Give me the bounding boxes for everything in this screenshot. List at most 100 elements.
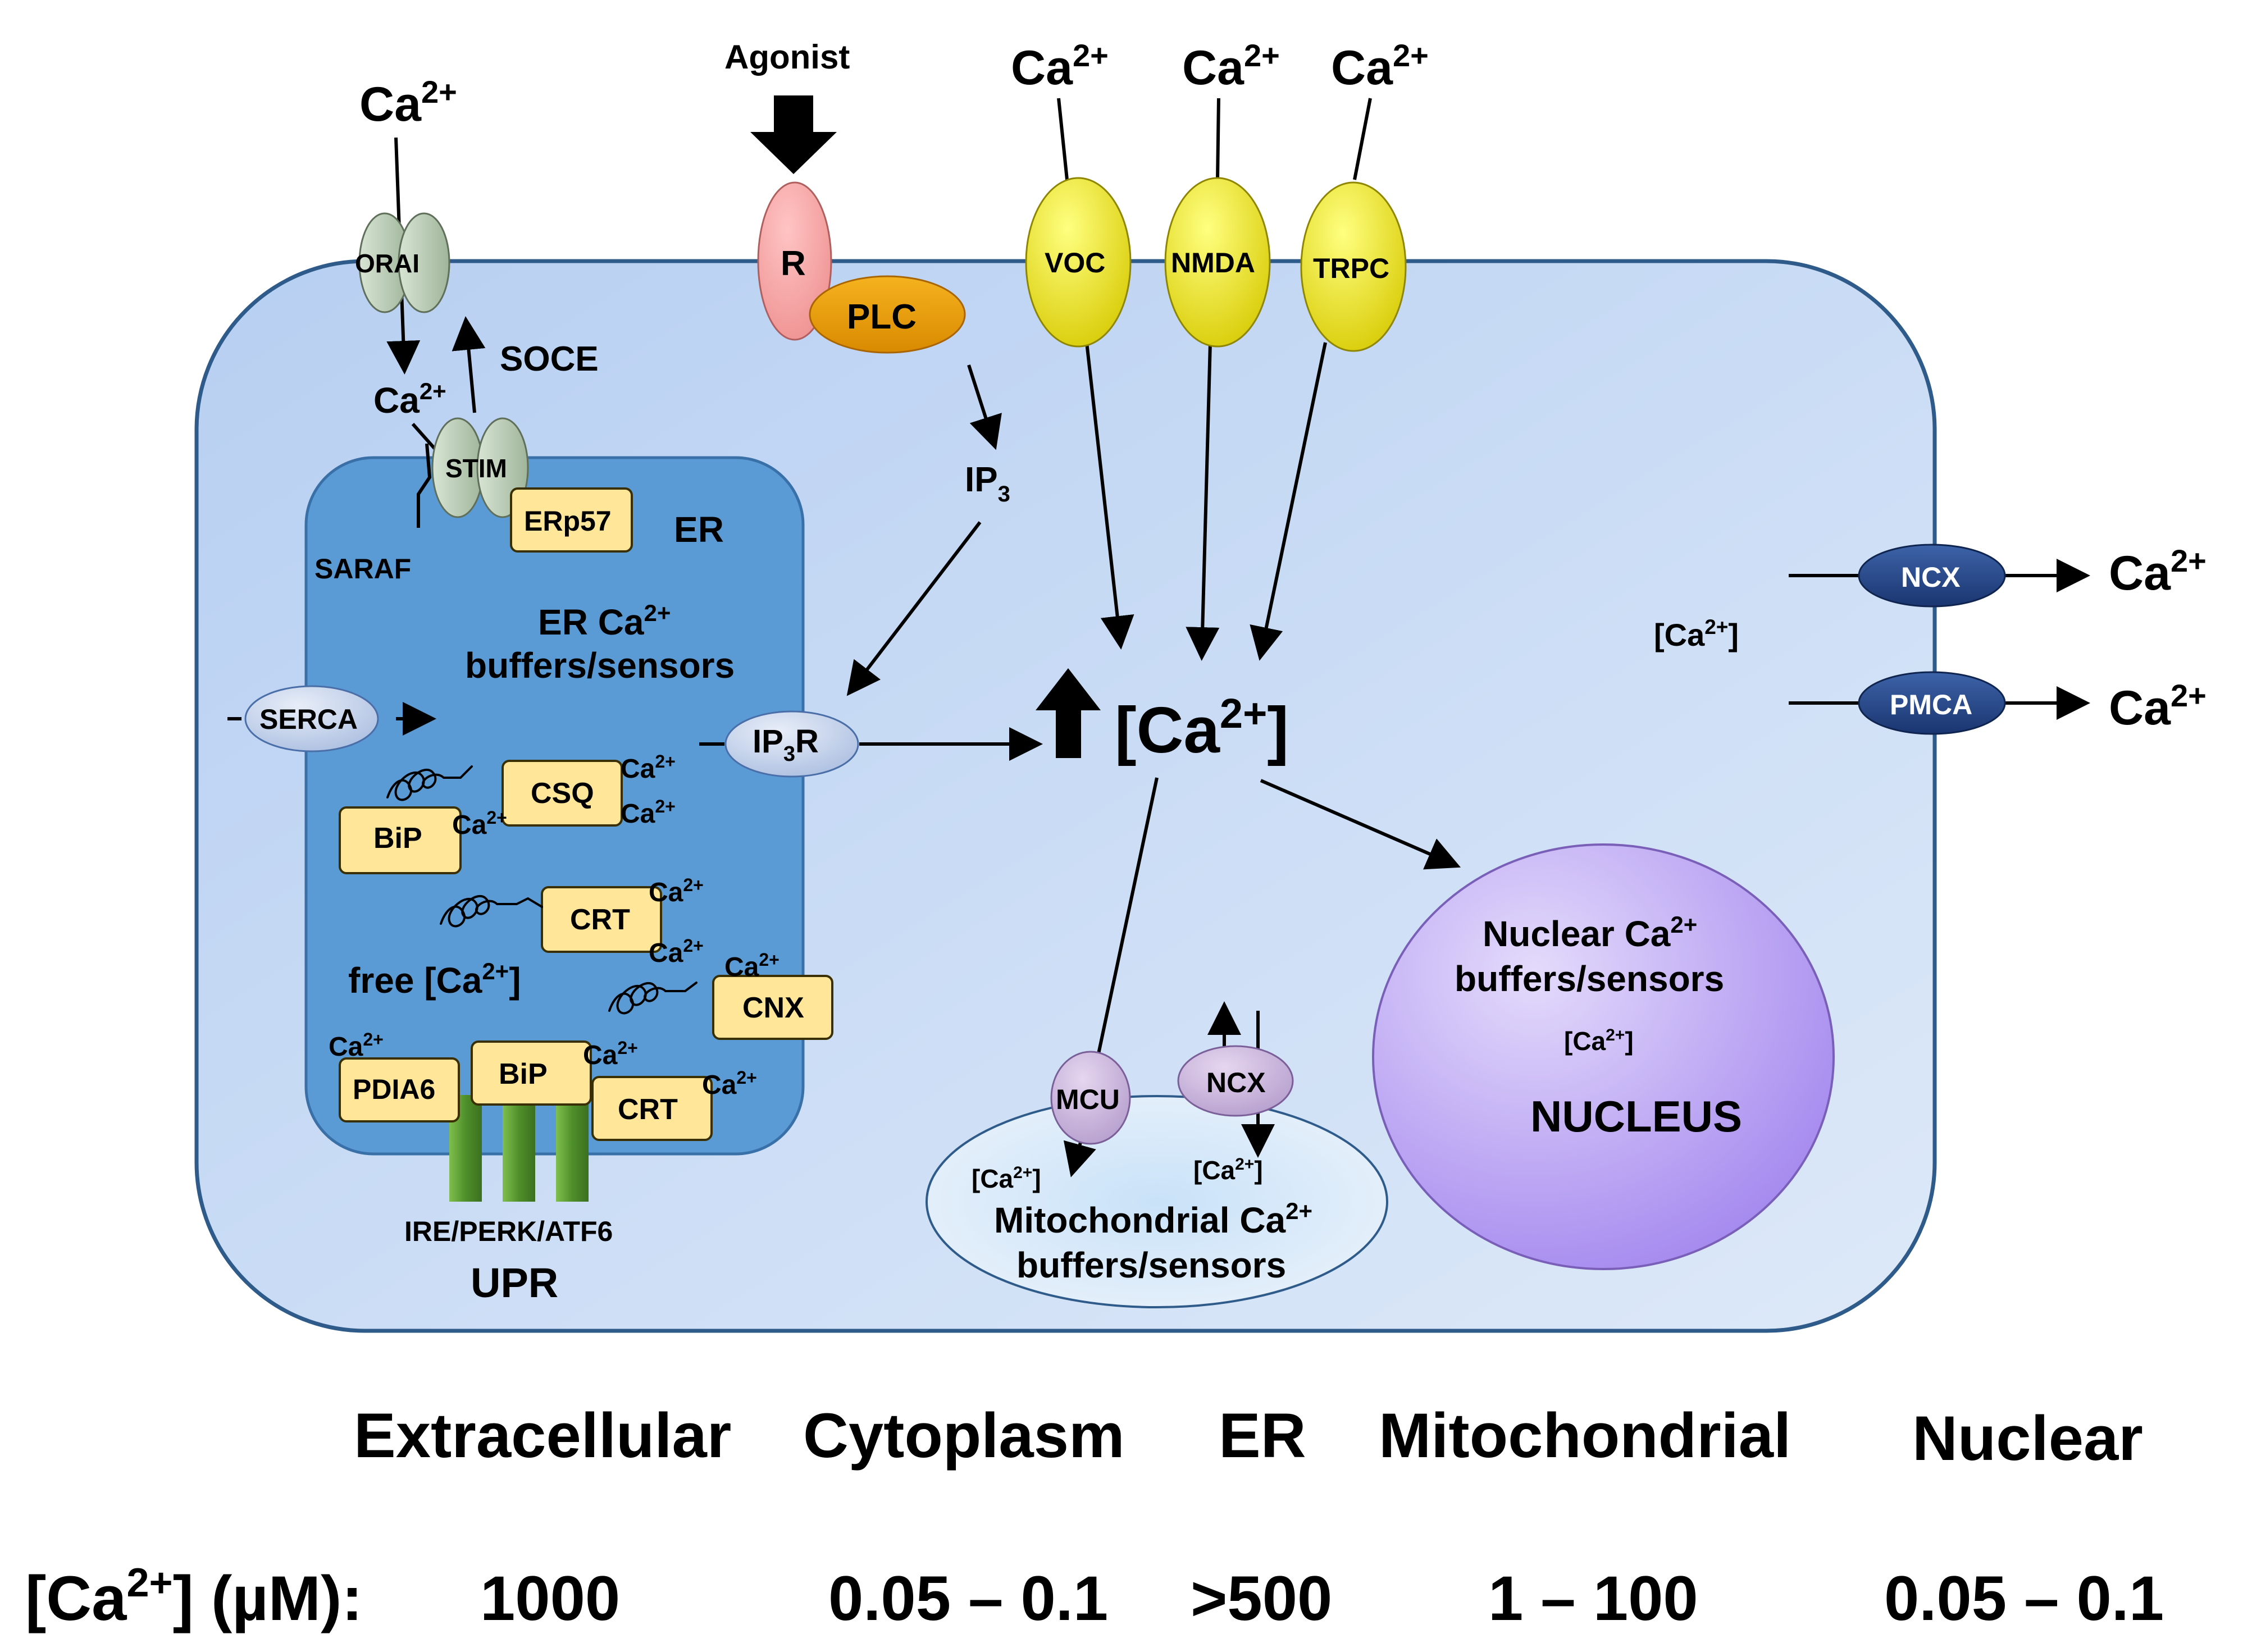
table-row-label: [Ca2+] (µM):	[25, 1560, 363, 1633]
mcu-label: MCU	[1056, 1084, 1120, 1115]
mito-ca-bracket-label-1: [Ca2+]	[972, 1163, 1041, 1193]
orai-channel	[358, 212, 450, 313]
agonist-arrow-icon	[750, 95, 837, 174]
arrow-cytoplasm-to-nucleus	[1260, 779, 1461, 870]
ip3r-channel	[724, 710, 859, 778]
arrow-voc-to-cytoplasm	[1085, 342, 1134, 650]
soce-label: SOCE	[500, 340, 599, 378]
membrane-ca-bracket-label: [Ca2+]	[1654, 615, 1739, 652]
saraf-link	[417, 443, 432, 528]
nmda-label: NMDA	[1171, 247, 1255, 279]
plc-enzyme	[809, 275, 966, 354]
bip-label-2: BiP	[499, 1058, 548, 1090]
er-buffers-line2: buffers/sensors	[465, 645, 735, 686]
arrow-soce-up	[452, 316, 486, 413]
cytoplasm-ca-label: [Ca2+]	[1115, 690, 1289, 766]
saraf-label: SARAF	[314, 553, 411, 585]
plc-label: PLC	[847, 298, 917, 336]
cytoplasm-increase-arrow-icon	[1036, 668, 1101, 758]
mito-buffers-line2: buffers/sensors	[1016, 1245, 1286, 1285]
trpc-channel	[1300, 181, 1407, 352]
table-value-mitochondrial: 1 – 100	[1488, 1563, 1698, 1633]
csq-box	[502, 760, 623, 827]
cnx-label: CNX	[742, 992, 804, 1024]
crt-label-2: CRT	[618, 1093, 678, 1126]
ip3r-label: IP3R	[753, 723, 819, 766]
arrow-ip3-to-ip3r	[846, 521, 982, 696]
arrow-plc-to-ip3	[967, 364, 1002, 450]
ca-small-label: Ca2+	[329, 1029, 384, 1062]
polypeptide-squiggle-icon	[386, 765, 473, 801]
pdia6-label: PDIA6	[353, 1074, 435, 1105]
nuclear-buffers-line2: buffers/sensors	[1455, 959, 1724, 999]
bip-box-2	[471, 1041, 592, 1106]
table-header-mitochondrial: Mitochondrial	[1379, 1400, 1791, 1471]
table-value-nuclear: 0.05 – 0.1	[1884, 1563, 2164, 1633]
ca-small-label: Ca2+	[649, 935, 704, 968]
ca-small-label: Ca2+	[452, 807, 507, 840]
line-cytoplasm-to-mcu	[1093, 777, 1159, 1070]
csq-label: CSQ	[531, 777, 594, 810]
voc-stalk	[1057, 98, 1069, 180]
crt-box	[541, 886, 662, 953]
ca-small-label: Ca2+	[621, 796, 676, 829]
crt-box-2	[591, 1076, 713, 1141]
voc-label: VOC	[1045, 247, 1105, 279]
nmda-channel	[1164, 177, 1271, 348]
crt-label: CRT	[570, 903, 630, 936]
table-header-extracellular: Extracellular	[354, 1400, 731, 1471]
upr-sensors-label: IRE/PERK/ATF6	[404, 1216, 613, 1247]
nucleus-label: NUCLEUS	[1530, 1092, 1742, 1141]
cnx-box	[712, 975, 833, 1040]
ca-label-ncx-out: Ca2+	[2109, 543, 2207, 600]
ca-small-label: Ca2+	[621, 751, 676, 784]
agonist-label: Agonist	[724, 38, 850, 76]
nuclear-buffers-line1: Nuclear Ca2+	[1483, 911, 1697, 954]
nuclear-ca-bracket-label: [Ca2+]	[1564, 1026, 1634, 1056]
ca-small-label: Ca2+	[583, 1038, 638, 1070]
ca-label-stim: Ca2+	[373, 378, 446, 421]
mito-ca-bracket-label-2: [Ca2+]	[1193, 1155, 1263, 1185]
orai-label: ORAI	[355, 249, 420, 278]
ip3-label: IP3	[965, 460, 1010, 506]
pmca-label: PMCA	[1890, 689, 1972, 720]
erp57-label: ERp57	[524, 505, 612, 537]
nmda-stalk	[1216, 98, 1220, 180]
mito-ncx-exchanger	[1177, 1045, 1294, 1117]
er-buffers-line1: ER Ca2+	[538, 600, 671, 642]
ca-small-label: Ca2+	[724, 950, 779, 982]
table-value-extracellular: 1000	[480, 1563, 620, 1633]
ca-label-orai: Ca2+	[359, 74, 457, 131]
ca-label-pmca-out: Ca2+	[2109, 678, 2207, 735]
erp57-box	[510, 487, 633, 553]
table-value-cytoplasm: 0.05 – 0.1	[828, 1563, 1108, 1633]
ca-label-trpc: Ca2+	[1331, 38, 1429, 95]
polypeptide-squiggle-icon	[608, 982, 698, 1015]
table-value-er: >500	[1191, 1563, 1332, 1633]
pdia6-box	[339, 1057, 460, 1122]
bip-box	[339, 806, 462, 874]
table-header-er: ER	[1219, 1400, 1306, 1471]
voc-channel	[1025, 177, 1132, 348]
receptor-r	[757, 181, 832, 341]
er-label: ER	[674, 509, 724, 550]
serca-label: SERCA	[259, 704, 358, 735]
ncx-label: NCX	[1901, 562, 1961, 593]
table-header-cytoplasm: Cytoplasm	[803, 1400, 1125, 1471]
upr-sensor-bars	[449, 1095, 589, 1202]
arrow-nmda-to-cytoplasm	[1186, 342, 1220, 661]
arrow-trpc-to-cytoplasm	[1250, 342, 1327, 661]
ca-label-voc: Ca2+	[1011, 38, 1109, 95]
pmca-pump	[1858, 671, 2006, 735]
mito-buffers-line1: Mitochondrial Ca2+	[994, 1198, 1312, 1240]
nucleus	[1372, 843, 1835, 1270]
ca-small-label: Ca2+	[649, 875, 704, 907]
upr-label: UPR	[471, 1259, 558, 1306]
ca-label-nmda: Ca2+	[1182, 38, 1280, 95]
table-header-nuclear: Nuclear	[1912, 1403, 2143, 1473]
stim-label: STIM	[445, 454, 507, 483]
bip-label: BiP	[373, 822, 422, 855]
trpc-stalk	[1353, 98, 1372, 180]
stim-ca-link	[411, 423, 437, 450]
